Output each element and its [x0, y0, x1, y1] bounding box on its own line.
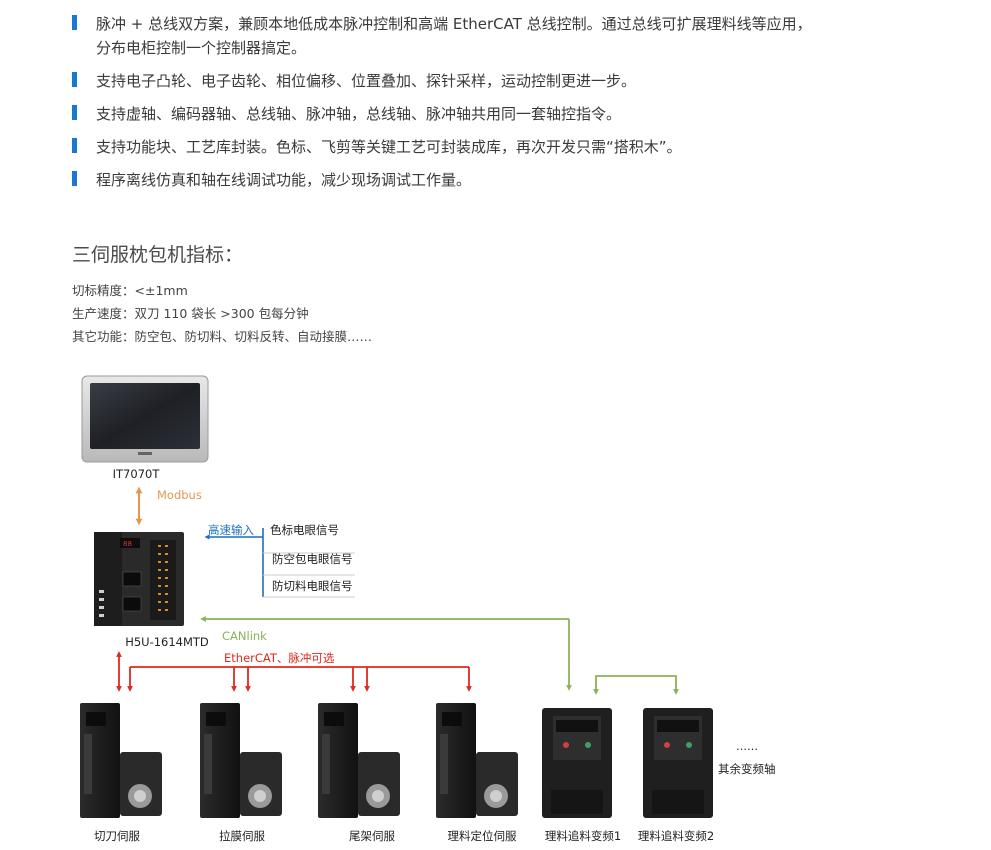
signal-label: 色标电眼信号 [270, 523, 339, 537]
more-label: 其余变频轴 [718, 762, 776, 776]
plc-device: 88 [94, 532, 184, 626]
bullet-text: 支持电子凸轮、电子齿轮、相位偏移、位置叠加、探针采样，运动控制更进一步。 [96, 72, 637, 90]
bullet-text: 分布电柜控制一个控制器搞定。 [96, 39, 307, 57]
section-title: 三伺服枕包机指标： [72, 244, 244, 266]
servo-unit [80, 703, 162, 818]
svg-text:88: 88 [123, 540, 132, 548]
bullet-text: 支持虚轴、编码器轴、总线轴、脉冲轴，总线轴、脉冲轴共用同一套轴控指令。 [96, 105, 622, 123]
vfd-label: 理料追料变频1 [545, 829, 621, 843]
vfd-label: 理料追料变频2 [638, 829, 714, 843]
bullet-marker [72, 72, 77, 87]
bullet-text: 支持功能块、工艺库封装。色标、飞剪等关键工艺可封装成库，再次开发只需“搭积木”。 [96, 138, 682, 156]
spec-line: 切标精度：<±1mm [72, 283, 188, 298]
highspeed-input-label: 高速输入 [208, 523, 254, 537]
vfd-unit [542, 708, 612, 818]
canlink-label: CANlink [222, 629, 267, 643]
servo-label: 尾架伺服 [349, 829, 395, 843]
bullet-marker [72, 138, 77, 153]
hmi-label: IT7070T [113, 467, 161, 481]
servo-unit [200, 703, 282, 818]
spec-line: 生产速度：双刀 110 袋长 >300 包每分钟 [72, 306, 309, 321]
hmi-device [81, 375, 209, 463]
vfd-link [593, 675, 679, 695]
bullet-text: 脉冲 + 总线双方案，兼顾本地低成本脉冲控制和高端 EtherCAT 总线控制。… [96, 15, 812, 33]
bullet-marker [72, 15, 77, 30]
servo-label: 切刀伺服 [94, 829, 140, 843]
servo-label: 拉膜伺服 [219, 829, 265, 843]
signal-label: 防空包电眼信号 [272, 552, 353, 566]
vfd-unit [643, 708, 713, 818]
servo-unit [318, 703, 400, 818]
servo-unit [436, 703, 518, 818]
modbus-label: Modbus [157, 488, 202, 502]
signal-label: 防切料电眼信号 [272, 579, 353, 593]
more-dots: …… [736, 740, 758, 753]
spec-line: 其它功能：防空包、防切料、切料反转、自动接膜…… [72, 329, 373, 344]
plc-label: H5U-1614MTD [125, 635, 209, 649]
ethercat-label: EtherCAT、脉冲可选 [224, 651, 335, 665]
bullet-text: 程序离线仿真和轴在线调试功能，减少现场调试工作量。 [96, 171, 472, 189]
servo-label: 理料定位伺服 [448, 829, 517, 843]
bullet-marker [72, 171, 77, 186]
bullet-marker [72, 105, 77, 120]
